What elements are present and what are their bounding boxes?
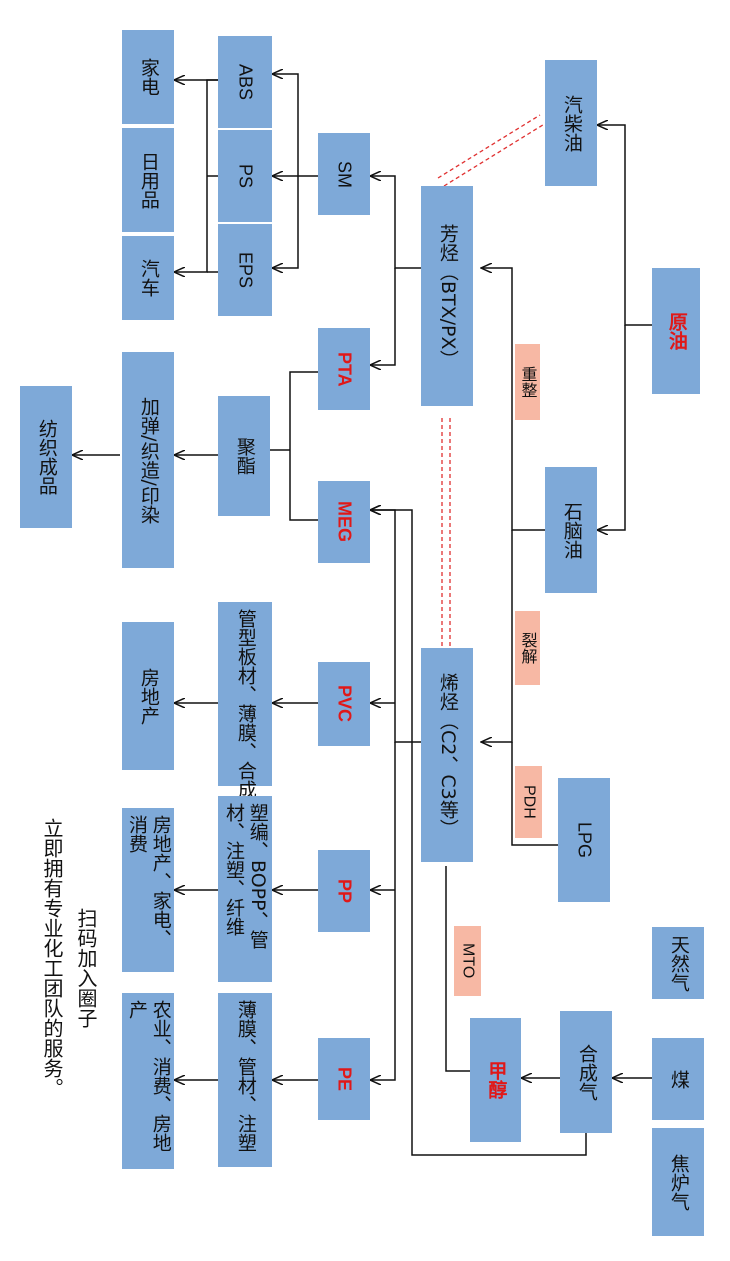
node-ps: PS	[218, 130, 272, 222]
node-coal: 煤	[652, 1038, 704, 1120]
node-abs: ABS	[218, 36, 272, 128]
node-syngas: 合成气	[560, 1011, 612, 1133]
node-pvc: PVC	[318, 662, 370, 746]
node-naphtha: 石脑油	[545, 467, 597, 593]
edge-aromatics-pta	[370, 268, 396, 365]
edge-lpg-olefins	[511, 742, 558, 846]
promo-note-line1: 扫码加入圈子	[74, 908, 98, 1028]
node-meg: MEG	[318, 481, 370, 563]
node-lpg: LPG	[558, 778, 610, 902]
edge-olefins-pe	[370, 742, 396, 1080]
edge-crude-naphtha	[597, 325, 626, 530]
node-pe-end: 农业、消费、房地产	[122, 993, 174, 1169]
dashed-link-1b	[443, 122, 547, 187]
node-automobile: 汽车	[122, 236, 174, 320]
node-eps: EPS	[218, 224, 272, 316]
node-pvc-end: 房地产	[122, 622, 174, 770]
edge-olefins-meg	[370, 510, 421, 743]
node-sm: SM	[318, 133, 370, 215]
node-methanol: 甲醇	[470, 1018, 521, 1142]
node-textile-products: 纺织成品	[20, 386, 72, 528]
tag-pdh: PDH	[515, 766, 542, 838]
edge-methanol-olefins	[445, 866, 470, 1072]
node-polyester: 聚酯	[218, 396, 270, 516]
node-coke-oven-gas: 焦炉气	[652, 1128, 704, 1236]
node-texturing: 加弹/织造/印染	[122, 352, 174, 568]
tag-reforming: 重整	[515, 344, 540, 420]
node-daily-goods: 日用品	[122, 128, 174, 232]
node-pp-end: 房地产、家电、消费	[122, 808, 174, 972]
node-pvc-products: 管型板材、薄膜、合成革	[218, 602, 272, 818]
node-olefins: 烯烃（C2、C3等）	[421, 648, 473, 862]
edge-aromatics-sm	[370, 176, 421, 269]
node-gasoline-diesel: 汽柴油	[545, 60, 597, 186]
node-pe: PE	[318, 1038, 370, 1120]
edge-sm-eps	[272, 176, 299, 268]
edge-naphtha-olefins	[481, 530, 513, 742]
edge-sm-abs	[272, 74, 318, 177]
node-aromatics: 芳烃（BTX/PX）	[421, 186, 473, 406]
edge-crude-gasoline	[597, 125, 652, 326]
node-crude-oil: 原油	[652, 268, 700, 394]
node-pp: PP	[318, 850, 370, 932]
node-pta: PTA	[318, 328, 370, 410]
promo-note-line2: 立即拥有专业化工团队的服务。	[40, 818, 64, 1098]
edge-pta-meg-bracket	[289, 371, 318, 521]
dashed-link-1a	[437, 114, 541, 179]
node-natural-gas: 天然气	[652, 927, 704, 999]
edge-naphtha-aromatics	[481, 268, 545, 531]
edge-syngas-meg	[370, 510, 587, 1156]
tag-mto: MTO	[454, 926, 481, 996]
node-pp-products: 塑编、BOPP、管材、注塑、纤维	[218, 796, 272, 982]
node-home-appliance: 家电	[122, 30, 174, 124]
node-pe-products: 薄膜、管材、注塑	[218, 993, 272, 1167]
tag-cracking: 裂解	[515, 611, 540, 685]
